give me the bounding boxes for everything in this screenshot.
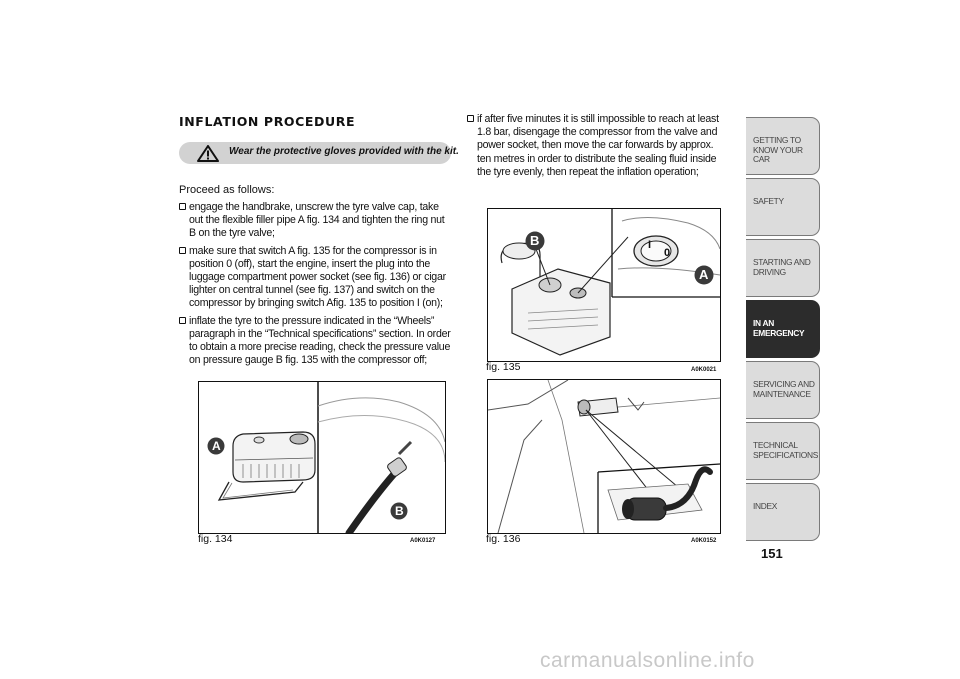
- checkbox-bullet-icon: [467, 115, 474, 122]
- label-b: B: [395, 504, 404, 518]
- bullet-text: make sure that switch A fig. 135 for the…: [189, 244, 446, 310]
- page-number: 151: [761, 546, 783, 561]
- luggage-socket-drawing: [488, 380, 720, 533]
- figure-134-code: A0K0127: [410, 538, 436, 544]
- switch-position-0: 0: [664, 247, 671, 259]
- warning-text: Wear the protective gloves provided with…: [229, 146, 459, 157]
- warning-triangle-icon: [197, 145, 219, 162]
- compressor-switch-drawing: [500, 209, 720, 356]
- tab-technical-specifications[interactable]: TECHNICAL SPECIFICATIONS: [746, 422, 820, 480]
- compressor-hose-drawing: [217, 382, 445, 533]
- label-b-marker: [525, 231, 545, 251]
- checkbox-bullet-icon: [179, 316, 186, 324]
- figure-136-illustration: [487, 379, 721, 534]
- warning-bar: Wear the protective gloves provided with…: [179, 142, 459, 164]
- bullet-text: if after five minutes it is still imposs…: [477, 113, 719, 178]
- section-heading: INFLATION PROCEDURE: [179, 114, 356, 129]
- tab-safety[interactable]: SAFETY: [746, 178, 820, 236]
- bullet-text: engage the handbrake, unscrew the tyre v…: [189, 201, 445, 240]
- tab-getting-to-know-your-car[interactable]: GETTING TO KNOW YOUR CAR: [746, 117, 820, 175]
- checkbox-bullet-icon: [179, 203, 186, 210]
- intro-text: Proceed as follows:: [179, 184, 275, 196]
- tab-servicing-and-maintenance[interactable]: SERVICING AND MAINTENANCE: [746, 361, 820, 419]
- label-b-marker: [390, 502, 408, 520]
- switch-position-i: I: [648, 239, 652, 251]
- left-bullet-list: engage the handbrake, unscrew the tyre v…: [179, 201, 451, 371]
- label-a: A: [699, 267, 709, 282]
- tab-starting-and-driving[interactable]: STARTING AND DRIVING: [746, 239, 820, 297]
- right-bullet-list: if after five minutes it is still imposs…: [467, 113, 729, 183]
- checkbox-bullet-icon: [179, 246, 186, 254]
- figure-135-caption: fig. 135: [486, 361, 521, 373]
- figure-136-code: A0K0152: [691, 538, 717, 544]
- list-item: inflate the tyre to the pressure indicat…: [179, 315, 451, 368]
- label-a: A: [212, 439, 221, 453]
- label-a-marker: [694, 265, 714, 285]
- list-item: engage the handbrake, unscrew the tyre v…: [179, 201, 451, 241]
- watermark-text: carmanualsonline.info: [540, 649, 755, 672]
- list-item: if after five minutes it is still imposs…: [467, 113, 729, 179]
- label-a-marker: [207, 437, 225, 455]
- tab-index[interactable]: INDEX: [746, 483, 820, 541]
- bullet-text: inflate the tyre to the pressure indicat…: [189, 314, 451, 367]
- label-b: B: [530, 233, 540, 248]
- figure-135-code: A0K0021: [691, 367, 717, 373]
- chapter-tabs: GETTING TO KNOW YOUR CAR SAFETY STARTING…: [746, 117, 820, 544]
- figure-134-illustration: A B: [198, 381, 446, 534]
- list-item: make sure that switch A fig. 135 for the…: [179, 245, 451, 311]
- figure-134-caption: fig. 134: [198, 533, 233, 545]
- figure-136-caption: fig. 136: [486, 533, 521, 545]
- tab-in-an-emergency[interactable]: IN AN EMERGENCY: [746, 300, 820, 358]
- figure-135-illustration: B A I 0: [487, 208, 721, 362]
